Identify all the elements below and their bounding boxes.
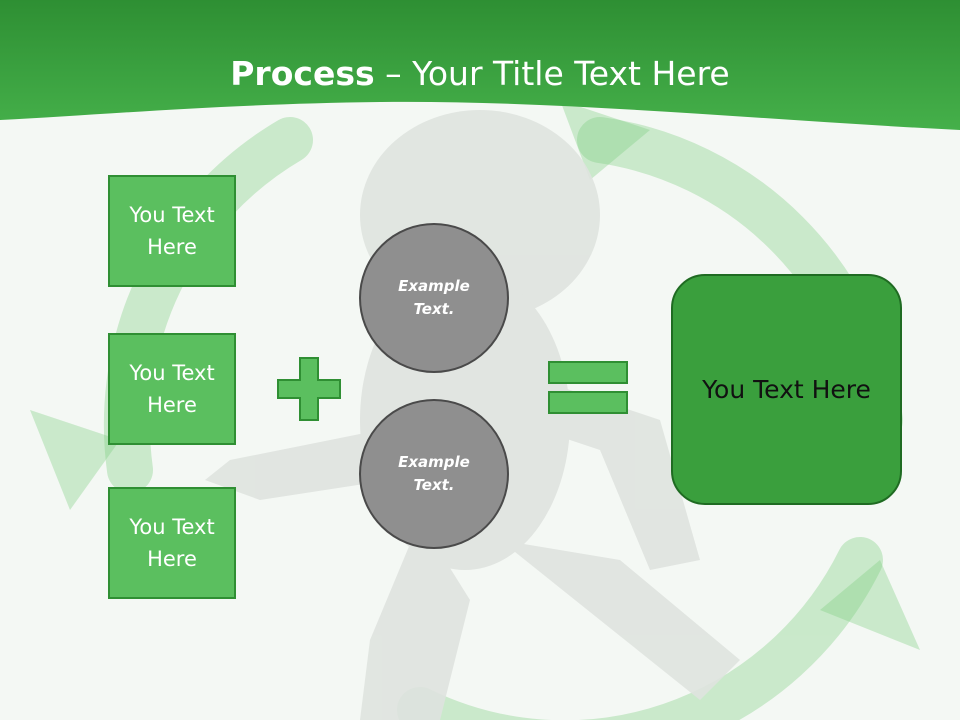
text-box-1-label: You Text Here (129, 203, 215, 259)
text-box-2[interactable]: You Text Here (108, 333, 236, 445)
example-circle-2[interactable]: Example Text. (359, 399, 509, 549)
text-box-3[interactable]: You Text Here (108, 487, 236, 599)
result-box[interactable]: You Text Here (671, 274, 902, 505)
title-bold: Process (230, 54, 375, 93)
text-box-1[interactable]: You Text Here (108, 175, 236, 287)
equals-icon (548, 361, 628, 414)
slide-title: Process – Your Title Text Here (0, 52, 960, 96)
plus-icon (277, 357, 341, 421)
result-box-label: You Text Here (702, 375, 871, 404)
header-band (0, 0, 960, 130)
example-circle-1[interactable]: Example Text. (359, 223, 509, 373)
title-rest: – Your Title Text Here (374, 54, 730, 93)
text-box-2-label: You Text Here (129, 361, 215, 417)
example-circle-2-label: Example Text. (398, 453, 470, 494)
text-box-3-label: You Text Here (129, 515, 215, 571)
example-circle-1-label: Example Text. (398, 277, 470, 318)
